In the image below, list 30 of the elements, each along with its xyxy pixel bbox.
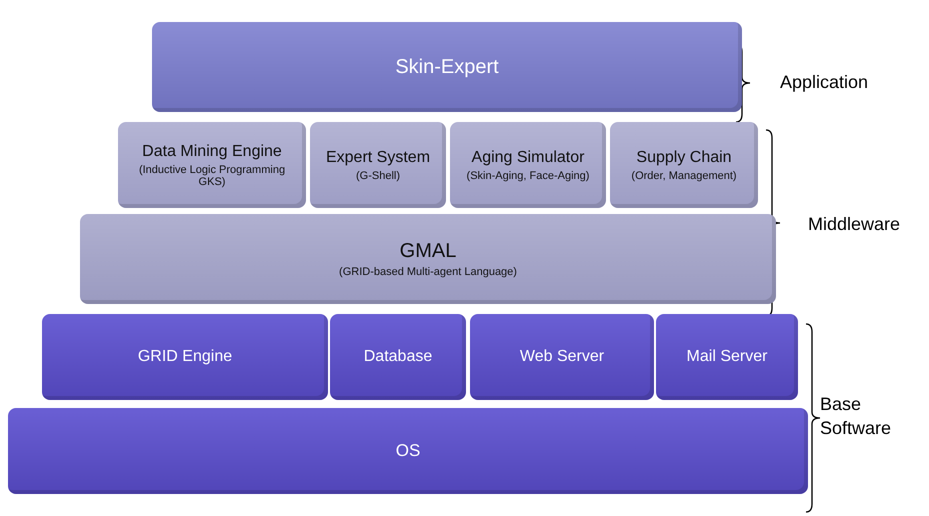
layer-subtitle: (Order, Management) <box>631 170 737 182</box>
layer-box <box>310 122 446 208</box>
layer-group-label: Base Software <box>820 393 892 440</box>
layer-title: GMAL <box>400 240 456 263</box>
layer-box <box>8 408 808 494</box>
layer-title: Web Server <box>520 348 604 366</box>
layer-box <box>118 122 306 208</box>
layer-subtitle: (Inductive Logic Programming GKS) <box>138 164 286 188</box>
layer-group-label: Application <box>780 72 868 93</box>
layer-title: Mail Server <box>686 348 768 366</box>
layer-title: OS <box>396 441 420 461</box>
layer-box <box>42 314 328 400</box>
layer-box <box>470 314 654 400</box>
layer-box <box>80 214 776 304</box>
layer-title: GRID Engine <box>138 348 232 366</box>
layer-title: Data Mining Engine <box>142 142 282 160</box>
layer-subtitle: (GRID-based Multi-agent Language) <box>339 266 517 278</box>
layer-title: Supply Chain <box>636 148 732 166</box>
layer-group-label: Middleware <box>808 214 900 235</box>
layer-subtitle: (G-Shell) <box>356 170 400 182</box>
layer-title: Aging Simulator <box>472 148 584 166</box>
layer-title: Database <box>364 348 432 366</box>
layer-box <box>450 122 606 208</box>
layer-box <box>152 22 742 112</box>
layer-box <box>610 122 758 208</box>
layer-box <box>330 314 466 400</box>
layer-subtitle: (Skin-Aging, Face-Aging) <box>466 170 590 182</box>
layer-title: Skin-Expert <box>395 56 499 78</box>
layer-box <box>656 314 798 400</box>
layer-title: Expert System <box>326 148 430 166</box>
